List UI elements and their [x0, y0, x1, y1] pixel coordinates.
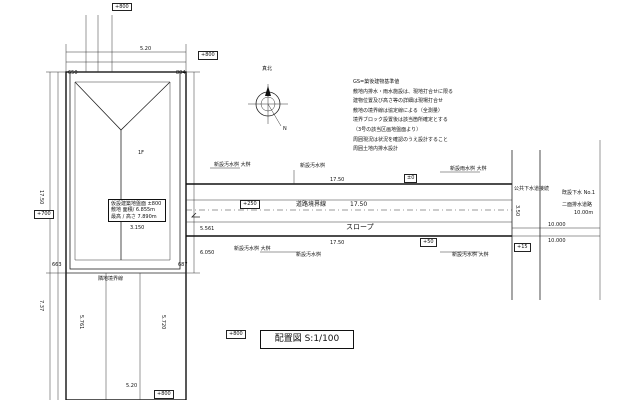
lower-dim-left: 5.761: [78, 315, 84, 330]
top-dimension: 5.20: [140, 46, 152, 52]
right-dimension-1: 10.000: [548, 222, 566, 228]
floor-label: 1F: [138, 150, 145, 156]
note-line: 周囲現況は状況を確認のうえ設計すること: [353, 136, 449, 143]
pit-label-lower-left: 新設汚水桝 大桝: [234, 246, 271, 252]
note-line: 建物位置及び高さ等の詳細は現場打合せ: [353, 98, 444, 105]
road-right-label-3: 10.00m: [574, 210, 594, 216]
left-dimension-upper: 17.50: [38, 190, 44, 205]
road-right-label-1: 既設下水 No.1: [562, 190, 596, 196]
top-box-label: +800: [112, 3, 132, 11]
dim-6050: 6.050: [200, 250, 215, 256]
note-line: （3号の該当区画地盤面より）: [353, 126, 422, 133]
bottom-dimension: 5.20: [126, 383, 138, 389]
road-label: 道路境界線: [296, 201, 327, 208]
right-dimension-2: 10.000: [548, 238, 566, 244]
road-box-3: +50: [420, 238, 437, 247]
datum-line-2: 最高 / 高さ 7.890m: [111, 213, 157, 220]
slope-label: スロープ: [346, 223, 374, 231]
drawing-title: 配置図 S:1/100: [260, 330, 354, 349]
datum-line-1: 敷地 面積/ 6.855m: [111, 207, 156, 214]
note-line: 敷地の境界線は協定線による（全測量）: [353, 107, 443, 114]
pit-label-left: 新設汚水桝 大桝: [214, 162, 251, 168]
right-lower-box: +800: [226, 330, 246, 339]
left-dimension-lower: 7.37: [38, 300, 44, 312]
note-line: 周囲土地内排水設計: [353, 146, 399, 153]
building-outline: [69, 71, 181, 270]
mid-dimension: 3.150: [130, 225, 145, 231]
road-box-1: +250: [240, 200, 260, 209]
note-line: GS=築後建物基準値: [353, 79, 400, 85]
right-dimension-v: 3.50: [514, 205, 520, 217]
dim-5561: 5.561: [200, 226, 215, 232]
dim-650: 650: [68, 70, 78, 76]
roof-hip-line: [74, 81, 171, 131]
dim-663: 663: [52, 262, 62, 268]
right-box-15: +15: [514, 243, 531, 252]
left-box: +700: [34, 210, 54, 219]
slope-arrow: [191, 212, 200, 218]
lower-dim-right: 5.720: [160, 315, 166, 330]
site-boundary: [65, 71, 187, 400]
general-notes: GS=築後建物基準値 敷地内排水・雨水施設は、現地打合せに限る 建物位置及び高さ…: [353, 78, 453, 155]
pit-label-lower-mid: 新設汚水桝: [296, 252, 322, 258]
datum-box: 仮設建築地盤面 ±800 敷地 面積/ 6.855m 最高 / 高さ 7.890…: [108, 199, 166, 223]
inner-boundary-label: 隣地境界線: [98, 276, 124, 282]
dim-687: 687: [178, 262, 188, 268]
note-line: 境界ブロック設置後は該当箇所確定とする: [353, 117, 448, 124]
pit-label-mid: 新設汚水桝: [300, 163, 326, 169]
north-angle-line: [267, 103, 282, 127]
pit-label-lower-right: 新設汚水桝 大桝: [452, 252, 489, 258]
road-side-label: 公共下水道接続: [514, 186, 550, 192]
north-arrow-head: [265, 86, 271, 96]
road-dimension: 17.50: [350, 201, 368, 208]
road-dimension-lower: 17.50: [330, 240, 345, 246]
right-box: +800: [198, 51, 218, 60]
datum-title: 仮設建築地盤面 ±800: [111, 201, 162, 207]
bottom-box: +800: [154, 390, 174, 399]
road-box-2: ±0: [404, 174, 418, 183]
note-line: 敷地内排水・雨水施設は、現地打合せに限る: [353, 88, 454, 95]
north-angle-label: N: [283, 126, 287, 132]
dim-804: 804: [176, 70, 186, 76]
road-right-label-2: 二面排水道路: [562, 202, 593, 208]
north-label: 真北: [262, 66, 273, 72]
pit-label-right: 新設雨水桝 大桝: [450, 166, 487, 172]
road-dimension-top: 17.50: [330, 177, 345, 183]
